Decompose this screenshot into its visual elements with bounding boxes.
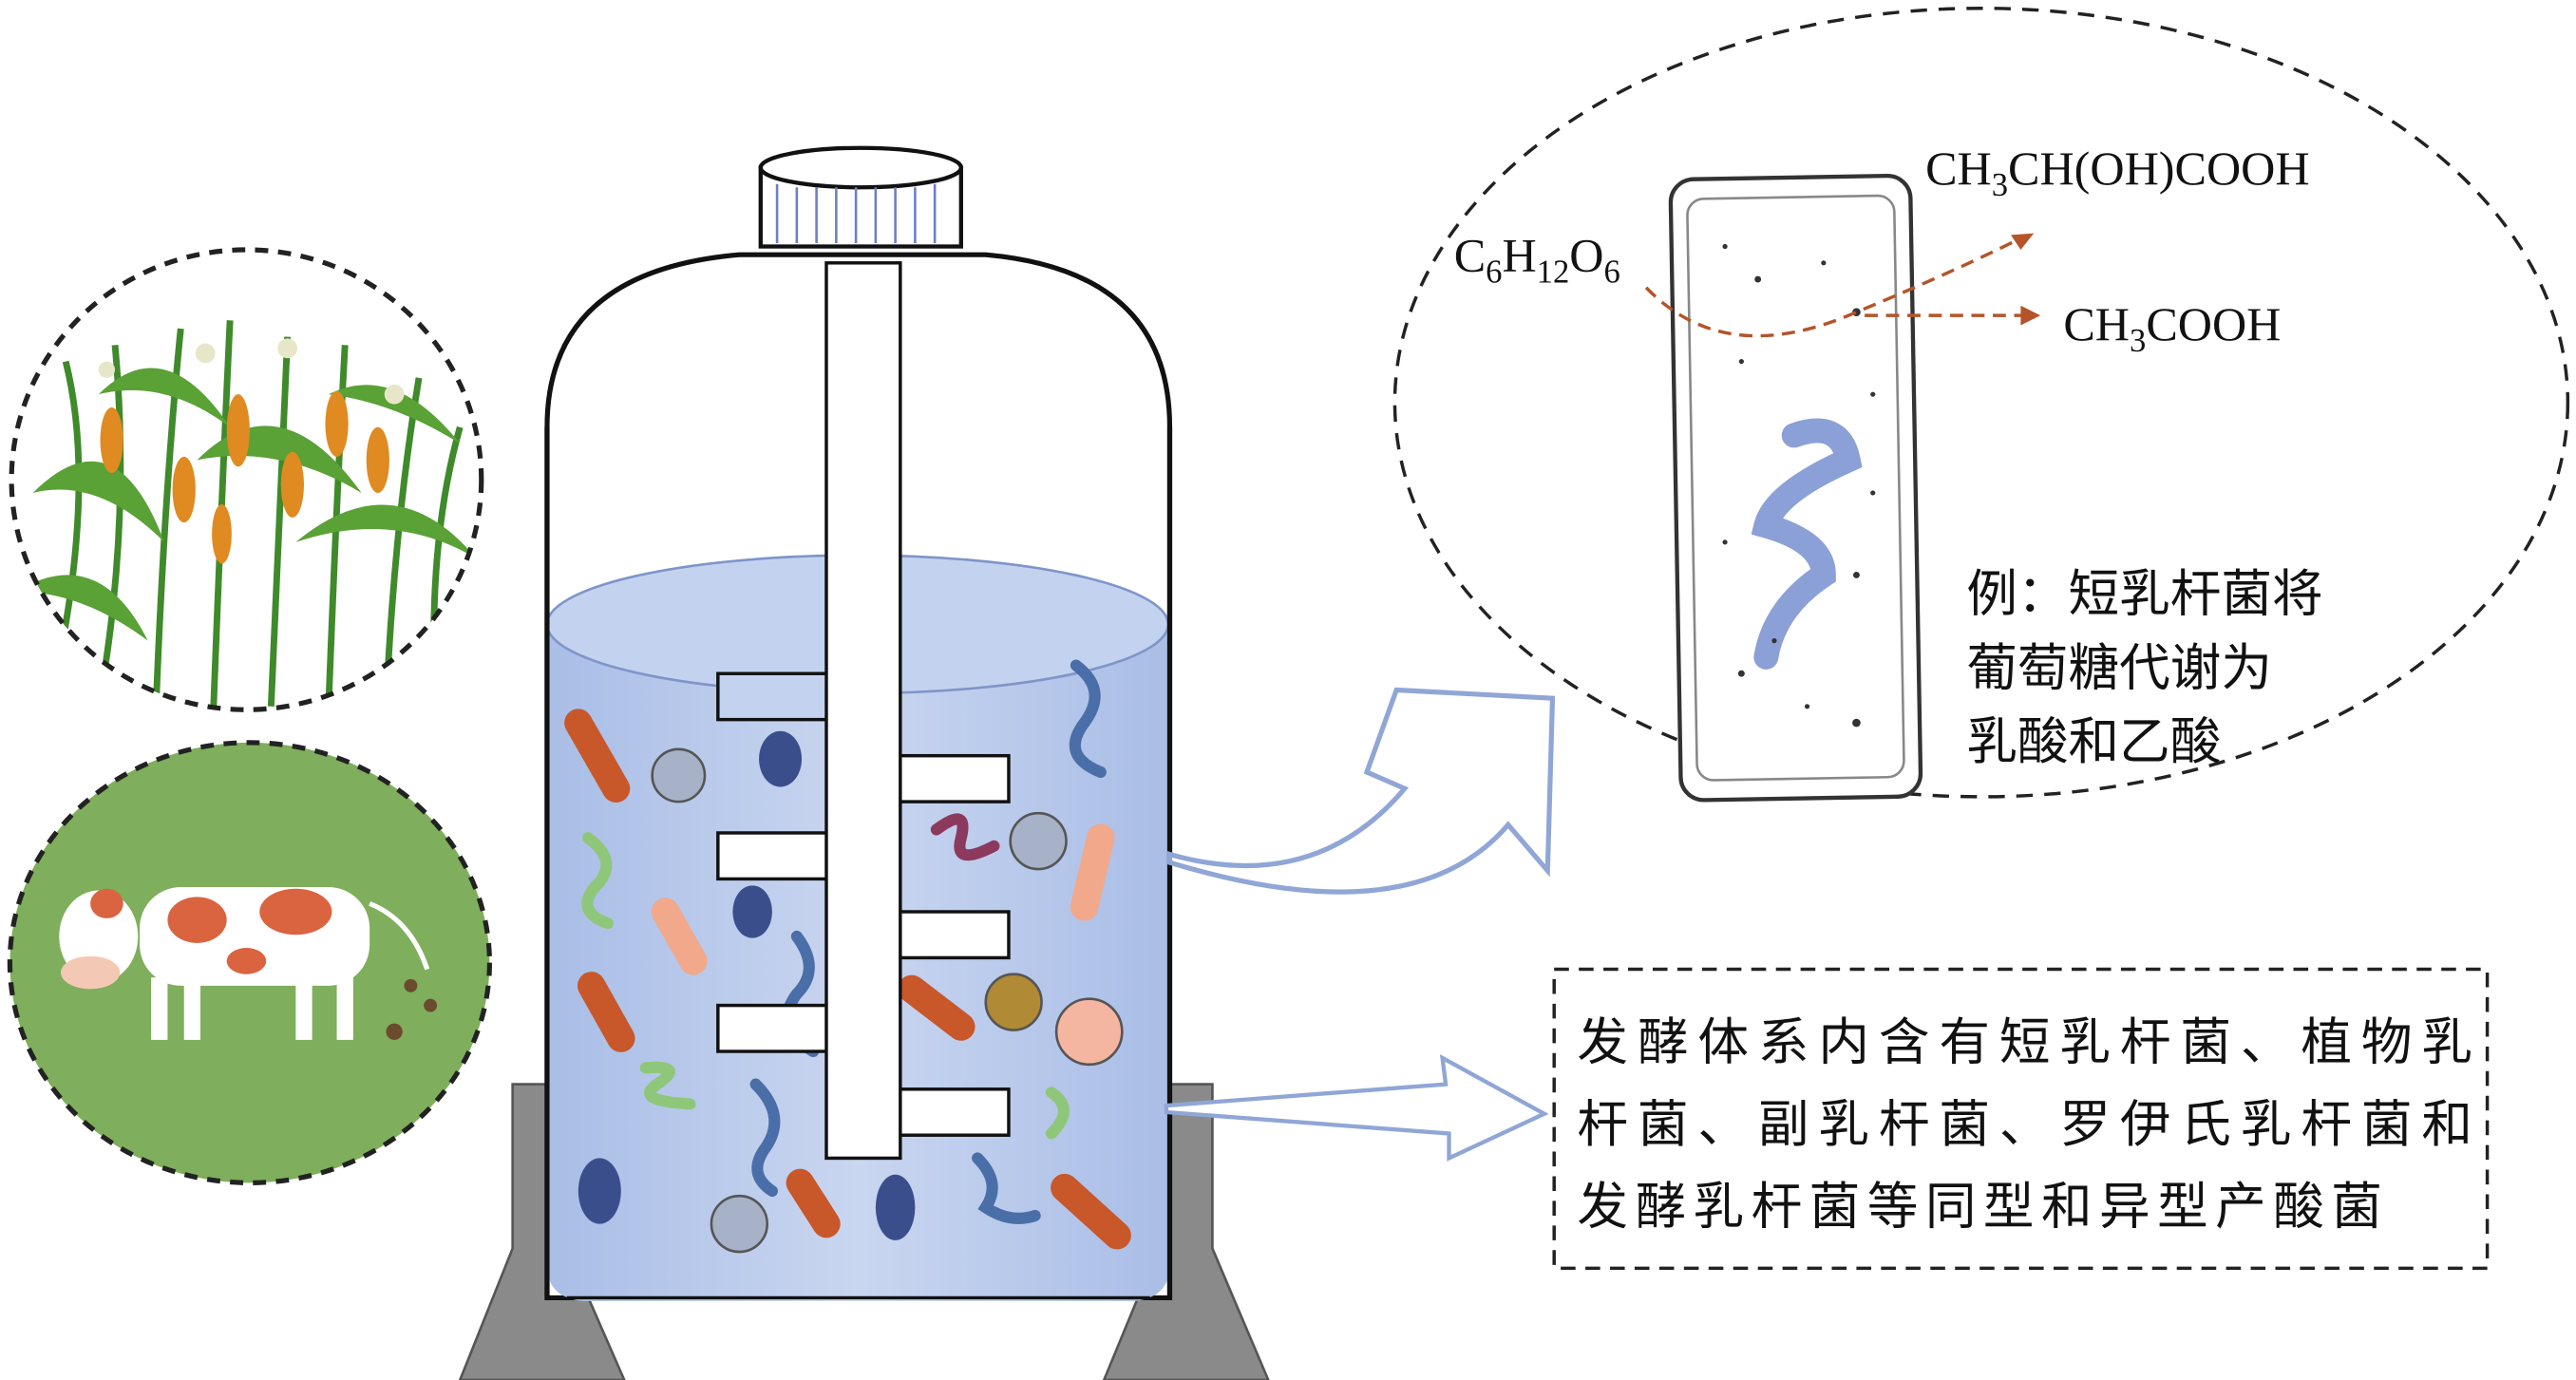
system-line-2: 杆菌、副乳杆菌、罗伊氏乳杆菌和: [1577, 1094, 2472, 1154]
zoom-arrow: [1166, 687, 1556, 895]
cell-detail-callout: [1392, 6, 2570, 799]
bacteria: [564, 659, 1131, 1254]
fermenter-cap: [758, 145, 963, 249]
glucose-formula: C6H12O6: [1454, 228, 1620, 290]
system-line-3: 发酵乳杆菌等同型和异型产酸菌: [1577, 1177, 2382, 1237]
example-line-1: 例：短乳杆菌将: [1966, 563, 2322, 623]
system-line-1: 发酵体系内含有短乳杆菌、植物乳: [1577, 1012, 2472, 1072]
example-line-2: 葡萄糖代谢为: [1966, 637, 2272, 697]
example-caption: 例：短乳杆菌将 葡萄糖代谢为 乳酸和乙酸: [1966, 563, 2322, 771]
info-arrow: [1164, 1053, 1549, 1162]
metabolic-flow-arrows: [1644, 236, 2030, 338]
lactobacillus-cell: [1668, 173, 1923, 803]
acetic-acid-formula: CH3COOH: [2063, 297, 2281, 359]
example-line-3: 乳酸和乙酸: [1966, 711, 2221, 771]
arrowheads: [2011, 233, 2041, 326]
system-description: 发酵体系内含有短乳杆菌、植物乳 杆菌、副乳杆菌、罗伊氏乳杆菌和 发酵乳杆菌等同型…: [1577, 1012, 2472, 1237]
stirrer: [716, 261, 1011, 1161]
corn-plant-image: [9, 247, 484, 712]
lactic-acid-formula: CH3CH(OH)COOH: [1925, 142, 2309, 203]
cow-image: [7, 740, 493, 1185]
